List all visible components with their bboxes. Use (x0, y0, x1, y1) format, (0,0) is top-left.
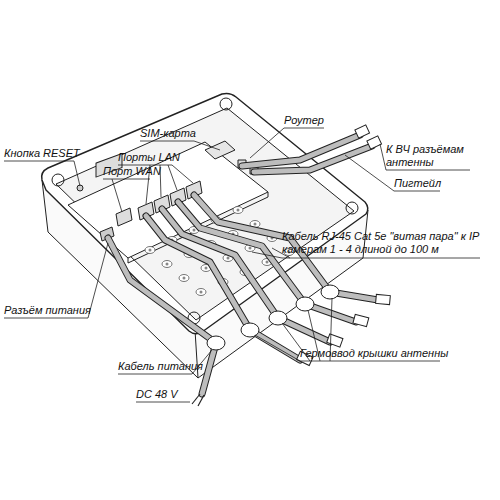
corner-screw (220, 98, 232, 110)
boss-top (162, 261, 172, 268)
callout-label: Порт WAN (103, 165, 183, 178)
boss-top (145, 247, 155, 254)
boss-hole (183, 277, 186, 280)
boss-hole (200, 291, 203, 294)
callout-label: Кабель RJ-45 Cat 5e "витая пара" к IP ка… (282, 230, 494, 256)
power-wires (192, 394, 204, 406)
corner-screw (52, 174, 64, 186)
boss-hole (254, 223, 257, 226)
callout-label: Кабель питания (118, 360, 228, 373)
cable-gland (241, 323, 259, 337)
rj45-plug (327, 334, 343, 347)
callout-label: Кнопка RESET (4, 147, 84, 160)
mounting-boss (179, 275, 189, 282)
housing-rim (42, 93, 368, 333)
cable-gland (269, 311, 287, 325)
housing-floor (56, 108, 354, 320)
callout-label: К ВЧ разъёмам антенны (386, 143, 478, 169)
boss-hole (237, 209, 240, 212)
callout-label: Порты LAN (118, 151, 198, 164)
boss-top (196, 289, 206, 296)
boss-hole (193, 229, 196, 232)
cable-gland (321, 285, 339, 299)
mounting-boss (145, 247, 155, 254)
boss-top (233, 207, 243, 214)
callout-label: Пигтейл (394, 177, 464, 190)
boss-top (179, 275, 189, 282)
rj45-plug (376, 294, 391, 304)
callout-label: DC 48 V (136, 388, 206, 401)
cable-gland (207, 336, 225, 350)
leader-lines (4, 128, 480, 402)
cable-gland (296, 297, 314, 311)
callout-label: Роутер (284, 114, 344, 127)
rf-plug (355, 125, 370, 138)
boss-hole (149, 249, 152, 252)
rf-plug (367, 136, 382, 149)
wan-port (116, 208, 132, 226)
mounting-boss (196, 289, 206, 296)
mounting-boss (233, 207, 243, 214)
boss-hole (249, 247, 252, 250)
boss-hole (266, 261, 269, 264)
corner-screw (346, 202, 358, 214)
boss-hole (227, 257, 230, 260)
boss-hole (166, 263, 169, 266)
rj45-plug (353, 314, 369, 326)
boss-hole (205, 267, 208, 270)
callout-label: Разъём питания (4, 304, 114, 317)
callout-label: SIM-карта (140, 127, 220, 140)
callout-label: Гермоввод крышки антенны (300, 347, 480, 360)
mounting-boss (162, 261, 172, 268)
